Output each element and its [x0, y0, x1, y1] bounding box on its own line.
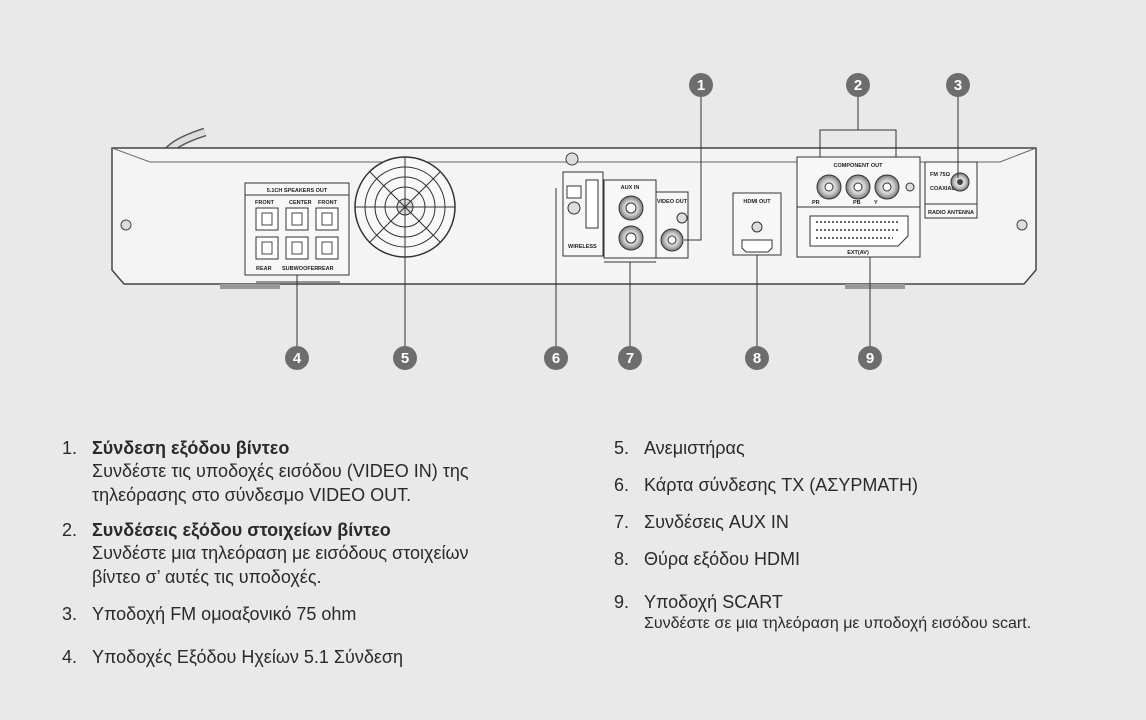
speakers-out-title: 5.1CH SPEAKERS OUT [267, 188, 328, 194]
legend-item-8-text: Θύρα εξόδου HDMI [644, 549, 800, 569]
radio-antenna-label: RADIO ANTENNA [928, 210, 974, 216]
callout-6: 6 [544, 346, 568, 370]
fm-label: FM 75Ω [930, 172, 951, 178]
legend-item-6-text: Κάρτα σύνδεσης TX (ΑΣΥΡΜΑΤΗ) [644, 475, 919, 495]
legend-item-2: 2.Συνδέσεις εξόδου στοιχείων βίντεο Συνδ… [62, 519, 469, 589]
legend-item-2-desc-line2: βίντεο σ’ αυτές τις υποδοχές. [92, 566, 322, 587]
legend-item-1-desc-line1: Συνδέστε τις υποδοχές εισόδου (VIDEO IN)… [92, 461, 469, 482]
speaker-terminal-rl [255, 236, 279, 260]
callout-8: 8 [745, 346, 769, 370]
legend-item-9-text: Υποδοχή SCART [644, 592, 783, 612]
svg-text:5: 5 [401, 350, 409, 367]
svg-text:3: 3 [954, 77, 962, 94]
speaker-terminal-fl [255, 207, 279, 231]
front-right-label: FRONT [318, 200, 338, 206]
legend-item-4-text: Υποδοχές Εξόδου Ηχείων 5.1 Σύνδεση [92, 647, 404, 667]
screw-left [120, 219, 132, 231]
callout-9: 9 [858, 346, 882, 370]
svg-text:9: 9 [866, 350, 874, 367]
scart-block: EXT(AV) [796, 206, 921, 258]
coaxial-label: COAXIAL [930, 186, 955, 192]
wireless-card-slot: WIRELESS [562, 171, 604, 257]
component-out-block: COMPONENT OUT PR PB Y [796, 156, 921, 208]
svg-text:7: 7 [626, 350, 634, 367]
legend-item-5: 5.Ανεμιστήρας [614, 438, 745, 458]
subwoofer-label: SUBWOOFER [282, 266, 318, 272]
legend-item-7: 7.Συνδέσεις AUX IN [614, 512, 789, 532]
video-out-block: VIDEO OUT [655, 191, 689, 259]
legend-item-3: 3.Υποδοχή FM ομοαξονικό 75 ohm [62, 604, 357, 624]
speaker-terminal-sub [285, 236, 309, 260]
legend-item-8: 8.Θύρα εξόδου HDMI [614, 549, 800, 569]
scart-label: EXT(AV) [847, 250, 869, 256]
legend-item-3-text: Υποδοχή FM ομοαξονικό 75 ohm [92, 604, 357, 624]
video-out-label: VIDEO OUT [657, 199, 688, 205]
callout-4: 4 [285, 346, 309, 370]
svg-text:4: 4 [293, 350, 302, 367]
screw-right [1016, 219, 1028, 231]
speaker-terminal-fr [315, 207, 339, 231]
rear-right-label: REAR [318, 266, 334, 272]
speakers-out-block: 5.1CH SPEAKERS OUT FRONT CENTER FRONT RE… [244, 182, 350, 276]
rear-panel-figure: 5.1CH SPEAKERS OUT FRONT CENTER FRONT RE… [111, 73, 1037, 370]
device-foot-left [220, 284, 280, 289]
screw-top [565, 152, 579, 166]
legend-item-1-desc-line2: τηλεόρασης στο σύνδεσμο VIDEO OUT. [92, 484, 412, 505]
callout-3: 3 [946, 73, 970, 97]
fan-grille [354, 156, 456, 258]
hdmi-out-label: HDMI OUT [743, 199, 771, 205]
leader-lines [256, 97, 959, 346]
y-label: Y [874, 200, 878, 206]
svg-text:2: 2 [854, 77, 862, 94]
pr-label: PR [812, 200, 820, 206]
wireless-label: WIRELESS [568, 244, 597, 250]
legend-item-9: 9.Υποδοχή SCART Συνδέστε σε μια τηλεόρασ… [614, 591, 1031, 635]
svg-text:6: 6 [552, 350, 560, 367]
legend-item-1: 1.Σύνδεση εξόδου βίντεο Συνδέστε τις υπο… [62, 437, 469, 507]
legend-item-7-text: Συνδέσεις AUX IN [644, 512, 789, 532]
callout-7: 7 [618, 346, 642, 370]
hdmi-out-block: HDMI OUT [732, 192, 782, 256]
speaker-terminal-rr [315, 236, 339, 260]
callout-2: 2 [846, 73, 870, 97]
rear-left-label: REAR [256, 266, 272, 272]
callout-1: 1 [689, 73, 713, 97]
front-left-label: FRONT [255, 200, 275, 206]
pb-label: PB [853, 200, 861, 206]
legend-item-9-desc: Συνδέστε σε μια τηλεόραση με υποδοχή εισ… [644, 615, 1032, 633]
center-label: CENTER [289, 200, 312, 206]
legend-item-2-title: Συνδέσεις εξόδου στοιχείων βίντεο [92, 520, 391, 540]
aux-in-label: AUX IN [621, 185, 640, 191]
legend-item-2-desc-line1: Συνδέστε μια τηλεόραση με εισόδους στοιχ… [92, 543, 469, 564]
radio-antenna-block: FM 75Ω COAXIAL RADIO ANTENNA [924, 161, 978, 219]
legend-item-6: 6.Κάρτα σύνδεσης TX (ΑΣΥΡΜΑΤΗ) [614, 475, 919, 495]
legend-item-1-title: Σύνδεση εξόδου βίντεο [92, 438, 290, 458]
device-foot-right [845, 284, 905, 289]
legend-item-5-text: Ανεμιστήρας [644, 438, 745, 458]
svg-text:1: 1 [697, 77, 705, 94]
legend-item-4: 4.Υποδοχές Εξόδου Ηχείων 5.1 Σύνδεση [62, 647, 404, 667]
callout-5: 5 [393, 346, 417, 370]
aux-in-block: AUX IN [603, 179, 657, 259]
svg-text:8: 8 [753, 350, 761, 367]
speaker-terminal-center [285, 207, 309, 231]
component-out-label: COMPONENT OUT [834, 163, 884, 169]
